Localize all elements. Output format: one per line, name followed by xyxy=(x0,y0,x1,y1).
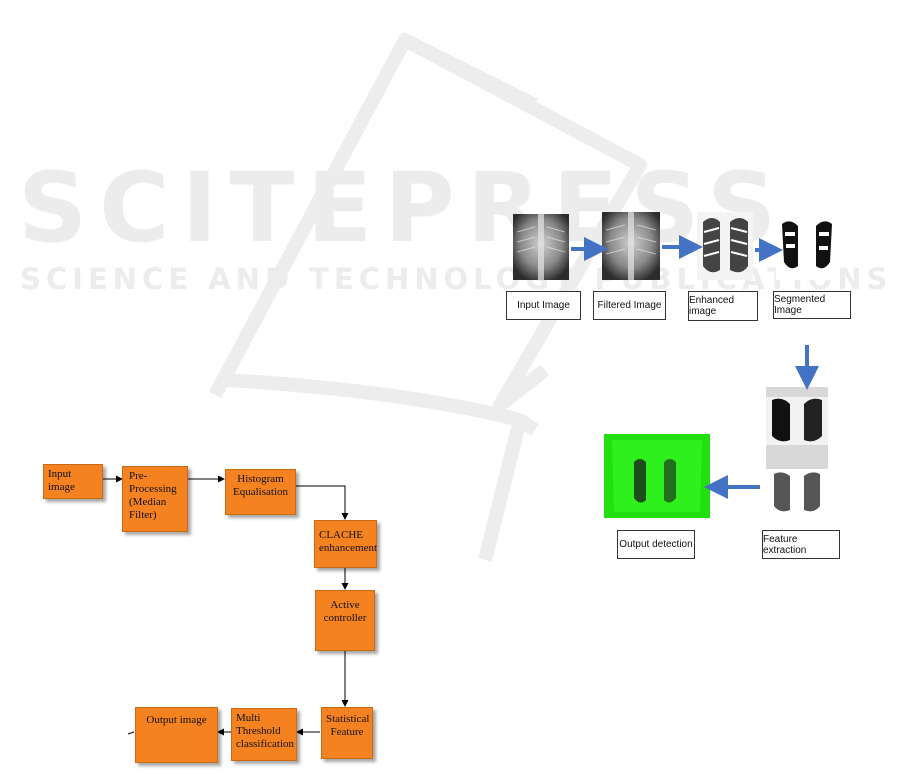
box-clahe-label: CLACHE enhancement xyxy=(319,529,378,554)
box-active-controller-label: Active controller xyxy=(323,599,367,624)
label-filtered-image: Filtered Image xyxy=(593,291,666,320)
box-statistical-feature: Statistical Feature xyxy=(321,707,373,759)
box-clahe-enhancement: CLACHE enhancement xyxy=(314,520,377,568)
box-pre-processing: Pre-Processing (Median Filter) xyxy=(122,466,188,532)
thumbnail-output-detection xyxy=(604,434,710,518)
thumbnail-feature-extraction xyxy=(766,387,828,517)
label-output-detection: Output detection xyxy=(617,530,695,559)
arrow-histogram-to-clahe xyxy=(296,485,349,520)
thumbnail-enhanced-image xyxy=(697,212,753,280)
label-feature-extraction: Feature extraction xyxy=(762,530,840,559)
box-active-controller: Active controller xyxy=(315,590,375,651)
thumbnail-filtered-image xyxy=(602,212,660,280)
output-tail xyxy=(127,731,135,735)
label-input-image: Input Image xyxy=(506,291,581,320)
box-statistical-feature-label: Statistical Feature xyxy=(326,713,370,738)
box-histogram-label: Histogram Equalisation xyxy=(233,473,288,498)
box-histogram-equalisation: Histogram Equalisation xyxy=(225,469,296,515)
box-input-image-label: Input image xyxy=(48,468,75,493)
box-pre-processing-label: Pre-Processing (Median Filter) xyxy=(129,470,177,521)
box-multi-threshold-label: Multi Threshold classification xyxy=(236,712,295,750)
box-output-image: Output image xyxy=(135,707,218,763)
box-input-image: Input image xyxy=(43,464,103,499)
box-output-image-label: Output image xyxy=(146,714,207,726)
label-enhanced-image: Enhanced image xyxy=(688,291,758,321)
label-segmented-image: Segmented Image xyxy=(773,291,851,319)
thumbnail-segmented-image xyxy=(776,216,839,280)
thumbnail-input-image xyxy=(513,214,569,280)
box-multi-threshold: Multi Threshold classification xyxy=(231,708,297,761)
